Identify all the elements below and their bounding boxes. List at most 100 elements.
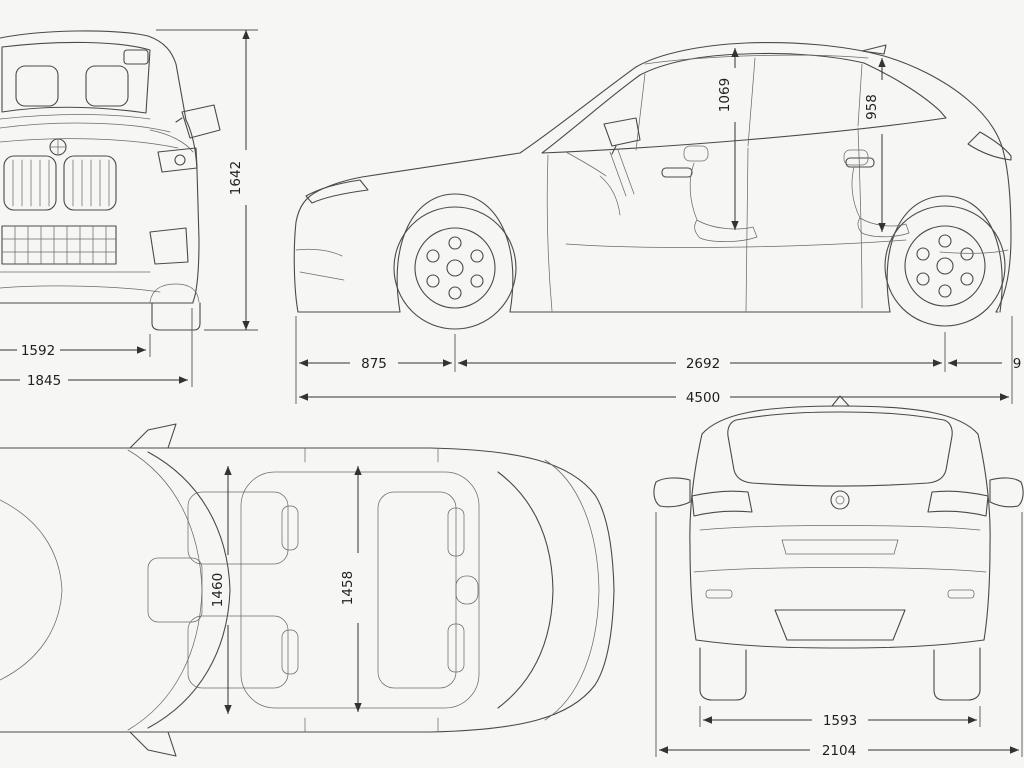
side-dashboard [565,151,621,216]
rear-garnish [781,539,899,555]
dim-rear-interior-width: 1458 [340,571,356,605]
top-dimensions: 1460 1458 [210,466,362,714]
front-rearview-mirror [123,49,149,65]
kidney-grille-left [3,155,57,211]
rear-reflector-right [947,589,975,599]
top-rear-window-arc [497,471,554,709]
dim-front-interior-height: 1069 [717,78,733,112]
front-bumper-crease [0,271,161,293]
rear-roof-line [701,405,979,435]
rear-mirror-left [653,477,691,508]
rear-taillight-right [927,490,989,517]
side-rear-door-seam [857,127,863,309]
side-taillight [967,131,1012,161]
side-mid-door-seam [745,147,749,312]
front-lower-intake [1,225,117,265]
rear-wheel-right [933,647,981,701]
side-view: 1069 958 875 2692 9 4500 [293,42,1022,406]
side-rear-wheel-arch [886,195,1003,313]
front-view: 1642 1592 1845 [0,29,258,389]
dim-track-width: 1592 [21,343,55,359]
front-headlight [157,147,198,173]
side-a-pillar [635,73,646,151]
side-front-door-handle [661,167,693,178]
rear-bumper-bottom [695,639,985,649]
rear-diffuser [774,609,906,641]
front-windshield [1,41,151,114]
side-mirror [603,117,641,155]
rear-antenna-fin [831,395,850,407]
rear-wheel-left [699,647,747,701]
front-right-headrest [85,65,129,107]
dim-wheelbase: 2692 [686,356,720,372]
top-front-seat-left [187,491,299,565]
rear-taillight-left [691,490,753,517]
dim-rear-interior-height: 958 [864,94,880,120]
side-body-outline [293,42,1012,313]
side-headlight [305,179,369,204]
rear-bumper-top [693,567,987,573]
dim-rear-overhang-partial: 9 [1013,356,1022,372]
top-cowl-arc [127,449,203,731]
bmw-roundel-icon [49,138,67,156]
top-hood-arc [0,499,63,681]
rear-tailgate-crease [699,525,981,531]
side-rear-seat [843,149,910,238]
dim-overall-height: 1642 [228,161,244,195]
top-body-outline [0,447,615,733]
front-body-outline [0,30,200,303]
dim-overall-length: 4500 [686,390,720,406]
antenna-fin [861,44,887,55]
rear-mirror-right [989,477,1024,508]
front-fender-line [149,129,194,153]
front-dimensions: 1642 1592 1845 [0,29,258,389]
front-side-intake [149,227,189,265]
rear-body-sides [689,433,991,641]
side-c-pillar [857,63,863,127]
front-hood-crease-2 [0,138,179,149]
top-windshield-arc [147,451,231,729]
front-hood-crease-1 [0,122,171,133]
rear-window [727,411,953,487]
rear-view: 1593 2104 [653,395,1024,759]
top-antenna-fin [455,575,479,605]
top-mirror-left [129,423,177,449]
side-steering-wheel [609,149,635,197]
side-roof-rail [644,54,869,65]
dim-overall-width: 1845 [27,373,61,389]
side-rear-door-handle [845,157,875,168]
side-floor-line [565,239,907,248]
side-front-door-seam [546,154,553,312]
front-left-headrest [15,65,59,107]
top-center-console [147,557,203,623]
side-front-seat [683,145,758,242]
dim-rear-track: 1593 [823,713,857,729]
side-glasshouse [541,52,947,154]
front-headlight-lens [174,154,186,166]
front-wheel-arch [149,283,200,303]
front-side-mirror [175,104,221,139]
top-mirror-right [129,731,177,757]
side-b-pillar [747,57,756,147]
top-rear-bench [377,491,465,689]
top-car-drawing [0,423,615,757]
side-rear-bumper-crease [939,249,1009,254]
side-car-drawing [293,42,1012,330]
rear-reflector-left [705,589,733,599]
rear-car-drawing [653,395,1024,701]
side-front-wheel-arch [396,193,514,313]
top-roof-panel [240,471,480,709]
top-front-seat-right [187,615,299,689]
dim-front-overhang: 875 [361,356,387,372]
rear-bmw-roundel-icon [830,490,850,510]
side-dimensions: 1069 958 875 2692 9 4500 [295,48,1022,406]
front-wheel [151,302,201,331]
dim-overall-width-mirrors: 2104 [822,743,856,759]
rear-dimensions: 1593 2104 [655,512,1023,759]
side-rear-wheel [884,205,1006,327]
top-door-seams [304,447,439,733]
side-front-wheel [393,206,517,330]
top-view: 1460 1458 [0,423,615,757]
